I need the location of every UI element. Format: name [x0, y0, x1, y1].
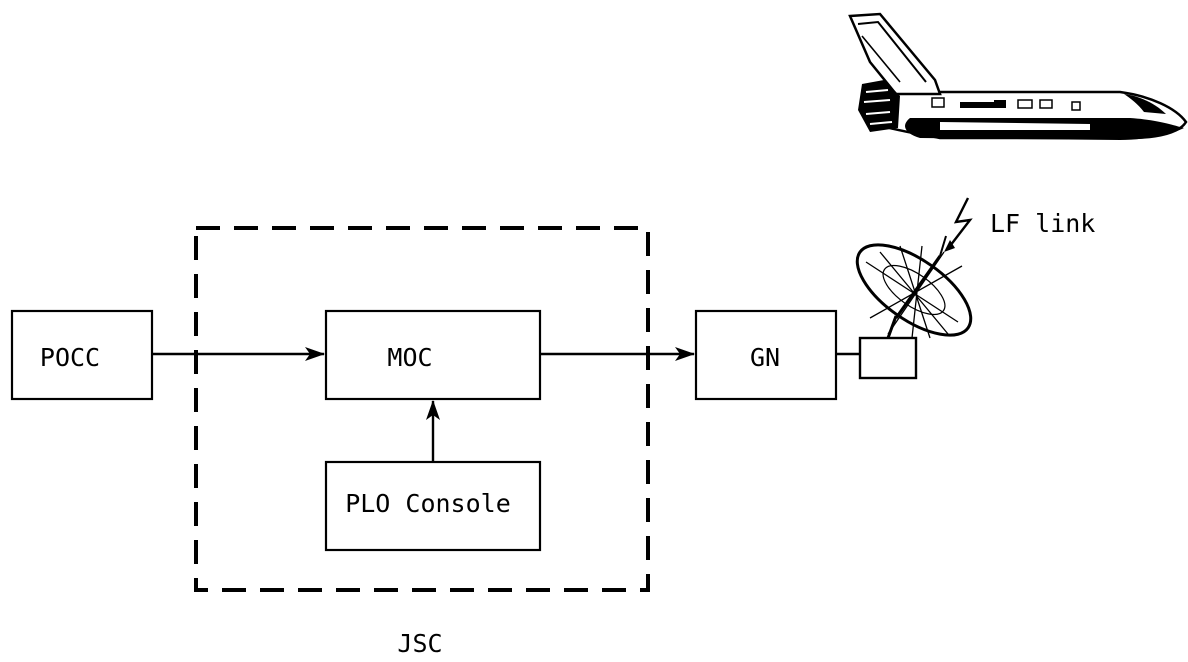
- node-plo-console: PLO Console: [324, 460, 542, 552]
- svg-text:PLO Console: PLO Console: [345, 489, 511, 518]
- jsc-label: JSC: [397, 629, 442, 658]
- node-pocc: POCC: [10, 309, 154, 401]
- satellite-dish-icon: [855, 235, 973, 380]
- svg-text:GN: GN: [750, 343, 780, 372]
- space-shuttle-icon: [848, 12, 1188, 140]
- lf-link-label: LF link: [990, 209, 1095, 238]
- node-gn: GN: [694, 309, 838, 401]
- lightning-bolt-icon: [949, 197, 973, 247]
- svg-text:POCC: POCC: [40, 343, 100, 372]
- svg-text:MOC: MOC: [387, 343, 432, 372]
- jsc-boundary: [194, 226, 650, 592]
- node-moc: MOC: [324, 309, 542, 401]
